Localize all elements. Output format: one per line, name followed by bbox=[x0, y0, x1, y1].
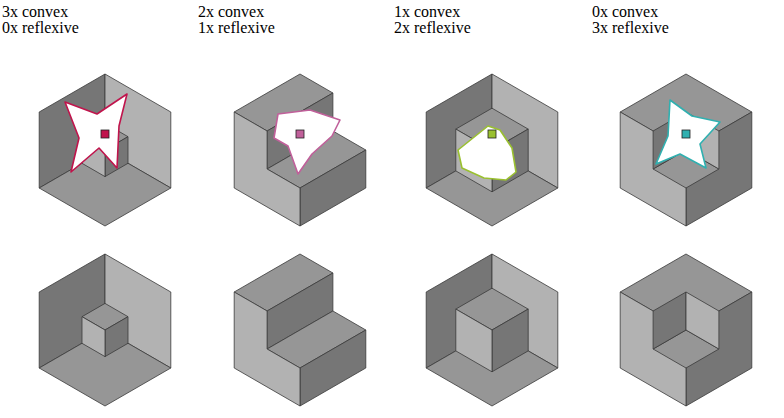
column-label: 1x reflexive bbox=[198, 20, 275, 36]
column-label: 1x convex bbox=[394, 4, 460, 20]
face bbox=[105, 317, 128, 357]
face bbox=[686, 292, 719, 349]
face bbox=[653, 292, 686, 349]
column-label: 2x reflexive bbox=[394, 20, 471, 36]
light-marker bbox=[101, 130, 109, 138]
column-label: 2x convex bbox=[198, 4, 264, 20]
column-label: 3x convex bbox=[2, 4, 68, 20]
visibility-region bbox=[274, 110, 340, 174]
face bbox=[234, 292, 300, 406]
visibility-region bbox=[65, 94, 127, 172]
face bbox=[456, 309, 492, 372]
light-marker bbox=[488, 130, 496, 138]
column-label: 0x convex bbox=[592, 4, 658, 20]
face bbox=[300, 330, 366, 406]
face bbox=[300, 150, 366, 226]
visibility-region bbox=[656, 100, 720, 168]
face bbox=[82, 317, 105, 357]
face bbox=[492, 309, 528, 372]
column-label: 3x reflexive bbox=[592, 20, 669, 36]
light-marker bbox=[682, 130, 690, 138]
column-label: 0x reflexive bbox=[2, 20, 79, 36]
light-marker bbox=[296, 130, 304, 138]
visibility-region bbox=[458, 126, 516, 180]
